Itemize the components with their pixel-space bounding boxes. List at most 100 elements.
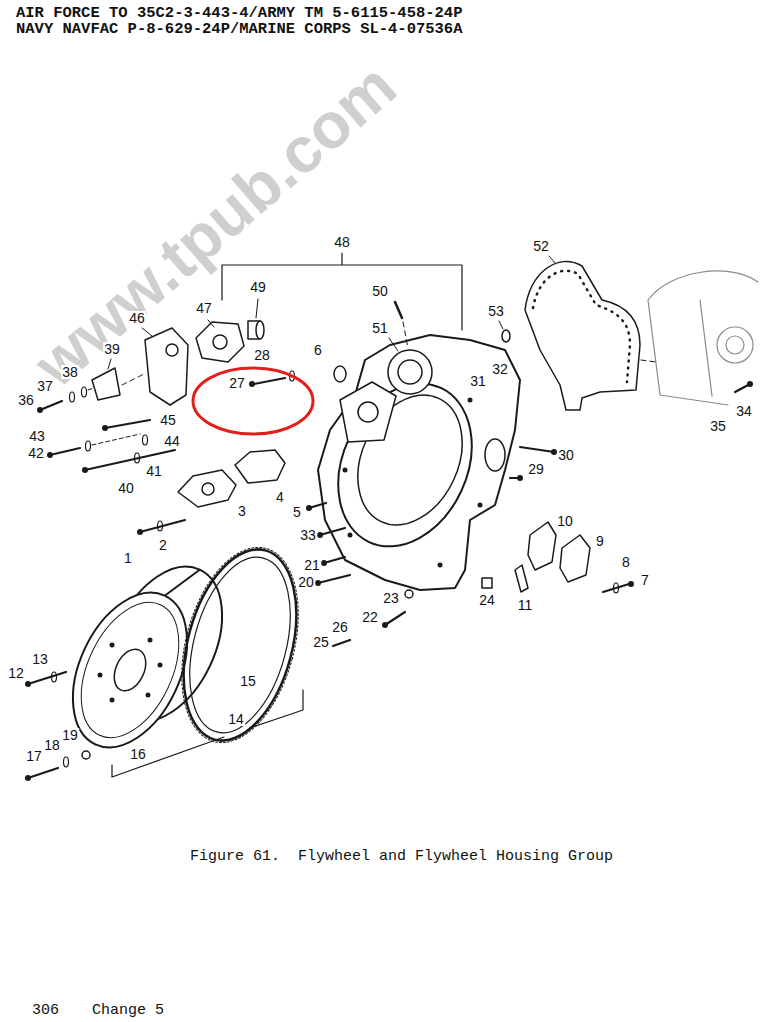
callout-number: 4 — [275, 490, 285, 504]
spacer-end — [256, 321, 264, 339]
callout-number: 51 — [371, 321, 389, 335]
bolt-heads — [25, 381, 753, 781]
bolt — [318, 575, 350, 583]
washer — [82, 387, 87, 397]
wedge-39 — [92, 368, 120, 400]
leader-line — [549, 256, 556, 264]
clip-11 — [515, 565, 528, 592]
bolt-holes — [343, 398, 483, 568]
part-6 — [334, 366, 346, 382]
callout-number: 30 — [557, 448, 575, 462]
housing-outline — [318, 335, 520, 590]
starter-bore — [358, 402, 378, 422]
callout-number: 7 — [640, 573, 650, 587]
fitting — [502, 330, 510, 342]
callout-number: 10 — [556, 514, 574, 528]
callout-number: 41 — [145, 464, 163, 478]
page-number: 306 — [32, 1003, 59, 1018]
bolt — [50, 448, 80, 455]
change-notice: Change 5 — [92, 1003, 164, 1018]
callout-number: 19 — [61, 728, 79, 742]
callout-number: 16 — [129, 747, 147, 761]
dowel — [333, 640, 350, 646]
explode-line — [122, 373, 146, 385]
bolt — [28, 768, 58, 778]
callout-number: 12 — [7, 666, 25, 680]
callout-number: 18 — [43, 738, 61, 752]
leader-line — [499, 321, 503, 329]
housing-bore-inner — [338, 378, 482, 542]
bolt — [254, 378, 285, 384]
callout-number: 2 — [158, 538, 168, 552]
callout-number: 5 — [292, 505, 302, 519]
callout-number: 47 — [195, 301, 213, 315]
callout-number: 26 — [331, 620, 349, 634]
bracket-46 — [145, 328, 188, 405]
callout-number: 13 — [31, 652, 49, 666]
group-bracket — [222, 253, 462, 330]
callout-number: 25 — [312, 635, 330, 649]
explode-line — [641, 360, 656, 362]
highlight-ellipse — [193, 368, 313, 434]
callout-number: 29 — [527, 462, 545, 476]
explode-line — [403, 322, 408, 348]
flywheel-housing — [313, 302, 520, 590]
bolt — [105, 420, 150, 428]
bolt — [603, 584, 629, 592]
callout-number: 49 — [249, 280, 267, 294]
plate-47 — [196, 322, 244, 362]
mount-parts — [92, 321, 346, 507]
bolt-holes — [98, 638, 163, 703]
callout-number: 22 — [361, 610, 379, 624]
callout-number: 42 — [27, 446, 45, 460]
washer — [614, 583, 619, 593]
callout-number: 27 — [228, 376, 246, 390]
ring-gear — [162, 534, 318, 755]
plate-3 — [178, 470, 236, 507]
gasket-10 — [528, 522, 556, 570]
leader-line — [108, 359, 111, 369]
leader-line — [208, 320, 214, 327]
washer — [158, 521, 163, 531]
group-bracket — [112, 690, 303, 777]
flywheel-hub — [108, 644, 152, 696]
cover-seal — [717, 327, 753, 363]
bolt — [140, 520, 185, 532]
plate-hole — [202, 483, 214, 495]
callout-number: 35 — [709, 419, 727, 433]
washer — [70, 392, 75, 402]
callout-number: 40 — [117, 481, 135, 495]
bolt — [324, 557, 345, 563]
washer — [135, 453, 140, 463]
ring-gear-inner — [172, 546, 307, 744]
callout-number: 53 — [487, 304, 505, 318]
nut — [405, 590, 413, 598]
explode-line — [92, 434, 140, 445]
gasket-outline — [525, 262, 640, 410]
callout-number: 21 — [303, 558, 321, 572]
nut — [82, 751, 90, 759]
leader-line — [389, 338, 398, 351]
callout-number: 52 — [532, 239, 550, 253]
housing-boss — [485, 439, 505, 471]
washer — [52, 672, 57, 682]
cover-seal-inner — [726, 336, 744, 354]
callout-number: 33 — [299, 528, 317, 542]
washer — [143, 435, 148, 445]
gasket-holes — [533, 271, 630, 382]
plug-24 — [482, 578, 492, 588]
callout-number: 44 — [163, 434, 181, 448]
callout-number: 9 — [595, 534, 605, 548]
callout-number: 43 — [28, 429, 46, 443]
callout-number: 46 — [128, 311, 146, 325]
flywheel-rim-inner — [62, 587, 199, 753]
callout-number: 20 — [297, 575, 315, 589]
bolt — [28, 672, 66, 684]
callout-number: 15 — [239, 674, 257, 688]
gasket-4 — [235, 450, 285, 483]
housing-boss — [388, 350, 432, 394]
figure-caption: Figure 61. Flywheel and Flywheel Housing… — [190, 849, 613, 864]
ring-gear-outer — [164, 537, 315, 753]
